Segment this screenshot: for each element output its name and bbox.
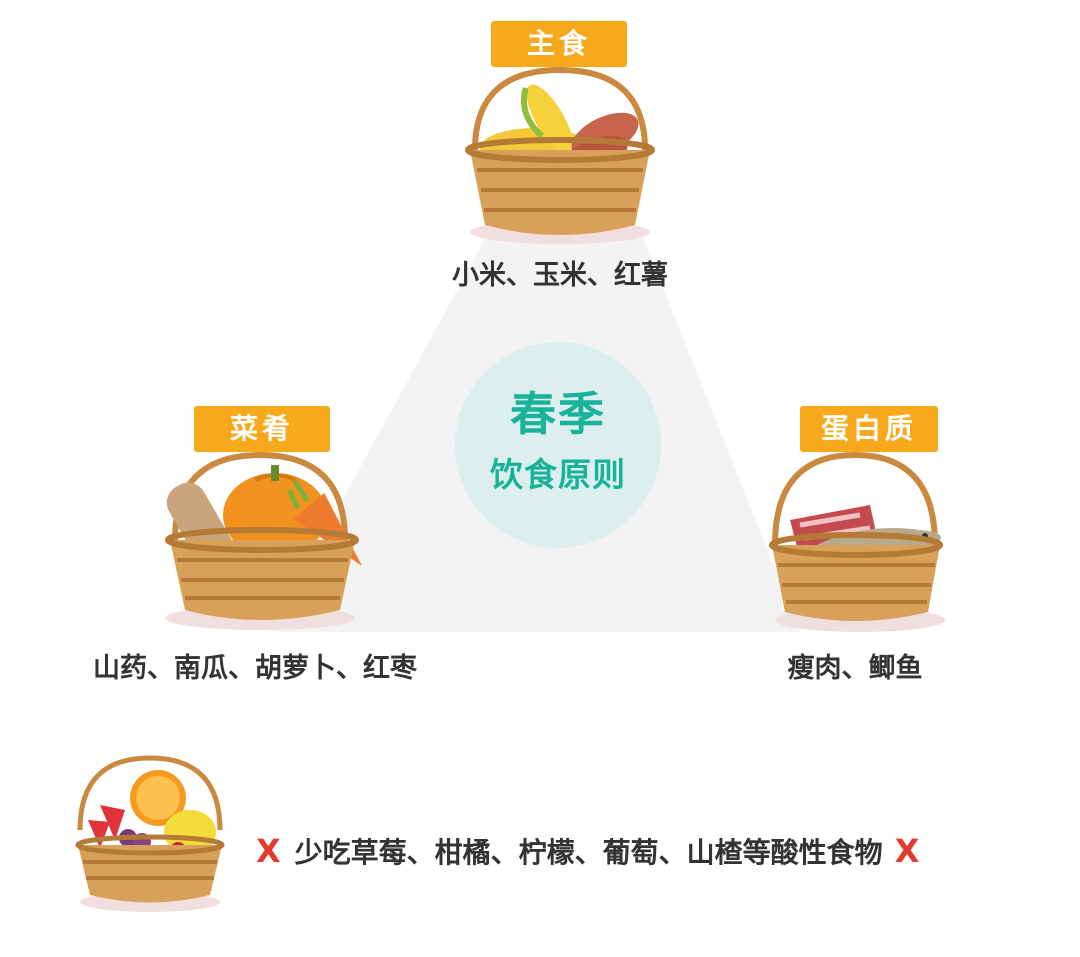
center-title: 春季 [510,387,606,441]
center-circle [455,342,661,548]
grain-basket-icon [465,66,655,244]
vegetable-foods: 山药、南瓜、胡萝卜、红枣 [93,653,417,684]
center-subtitle: 饮食原则 [490,455,626,494]
cross-mark-left: X [256,832,281,870]
protein-basket-icon [769,451,945,632]
fruit-basket-icon [75,755,225,912]
staple-tag: 主食 [491,21,627,67]
staple-foods: 小米、玉米、红薯 [452,260,668,291]
vegetable-tag: 菜肴 [194,406,330,452]
notice-text: 少吃草莓、柑橘、柠檬、葡萄、山楂等酸性食物 [294,836,883,869]
cross-mark-right: X [894,832,920,870]
protein-foods: 瘦肉、鲫鱼 [787,653,923,684]
protein-tag: 蛋白质 [800,406,938,452]
sour-food-notice: X 少吃草莓、柑橘、柠檬、葡萄、山楂等酸性食物 X [256,831,919,871]
vegetable-basket-icon [165,451,362,630]
